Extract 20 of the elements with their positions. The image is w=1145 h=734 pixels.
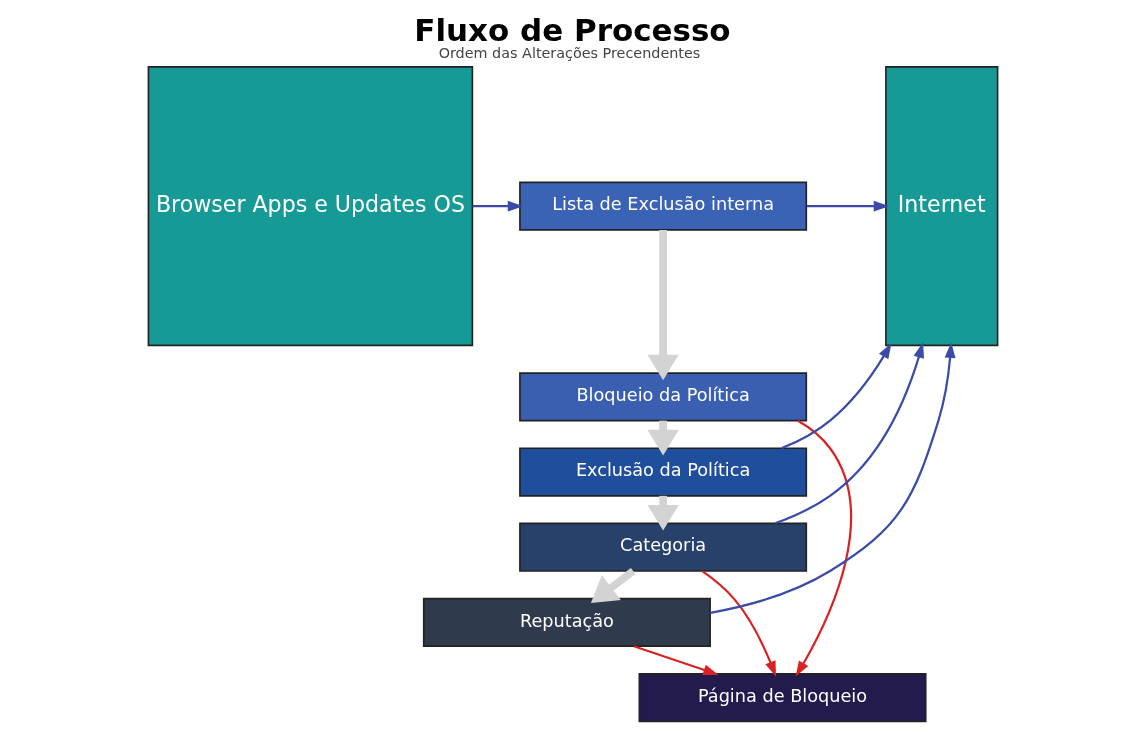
node-box: Internet [884, 66, 998, 347]
arrow [472, 200, 523, 212]
arrow [795, 419, 852, 677]
node-box: Reputação [422, 597, 711, 647]
caption: Ordem das Alterações Precendentes [438, 45, 700, 62]
node-box: Página de Bloqueio [638, 673, 927, 723]
arrow [774, 342, 924, 525]
diagram-title: Fluxo de Processo [413, 11, 731, 48]
node-box: Lista de Exclusão interna [518, 181, 807, 231]
arrow [780, 343, 891, 450]
arrow [633, 645, 719, 676]
node-box: Exclusão da Política [518, 447, 807, 497]
arrow [806, 200, 889, 212]
node-box: Categoria [518, 522, 807, 572]
arrow [646, 229, 679, 381]
arrow [701, 570, 776, 677]
arrow [590, 567, 636, 604]
arrow [709, 342, 956, 614]
node-box: Bloqueio da Política [518, 372, 807, 422]
node-box: Browser Apps e Updates OS [147, 66, 473, 347]
